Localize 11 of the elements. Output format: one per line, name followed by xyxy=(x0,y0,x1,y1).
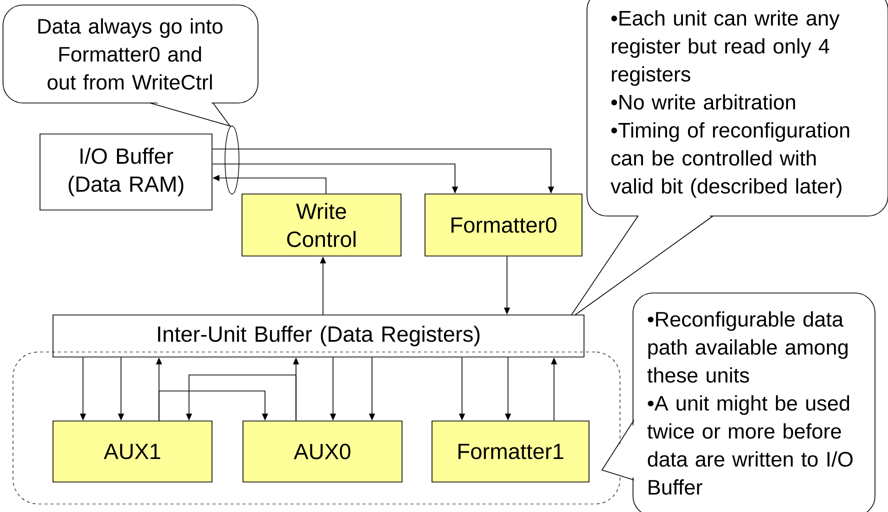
unit-box: I/O Buffer (Data RAM) xyxy=(40,134,212,210)
unit-box: AUX0 xyxy=(242,420,402,482)
unit-box: Formatter0 xyxy=(424,194,582,256)
callout-bubble: •Reconfigurable data path available among these units •A unit might be used twice or more before data are written to I/O Buffer xyxy=(601,292,876,512)
unit-box: Inter-Unit Buffer (Data Registers) xyxy=(52,314,584,358)
callout-bubble: Data always go into Formatter0 and out from WriteCtrl xyxy=(2,4,258,127)
unit-box: AUX1 xyxy=(52,420,212,482)
dashed-group-outline xyxy=(12,352,620,504)
unit-box: Write Control xyxy=(242,194,402,256)
arrow xyxy=(158,390,268,421)
unit-box: Formatter1 xyxy=(432,420,590,482)
